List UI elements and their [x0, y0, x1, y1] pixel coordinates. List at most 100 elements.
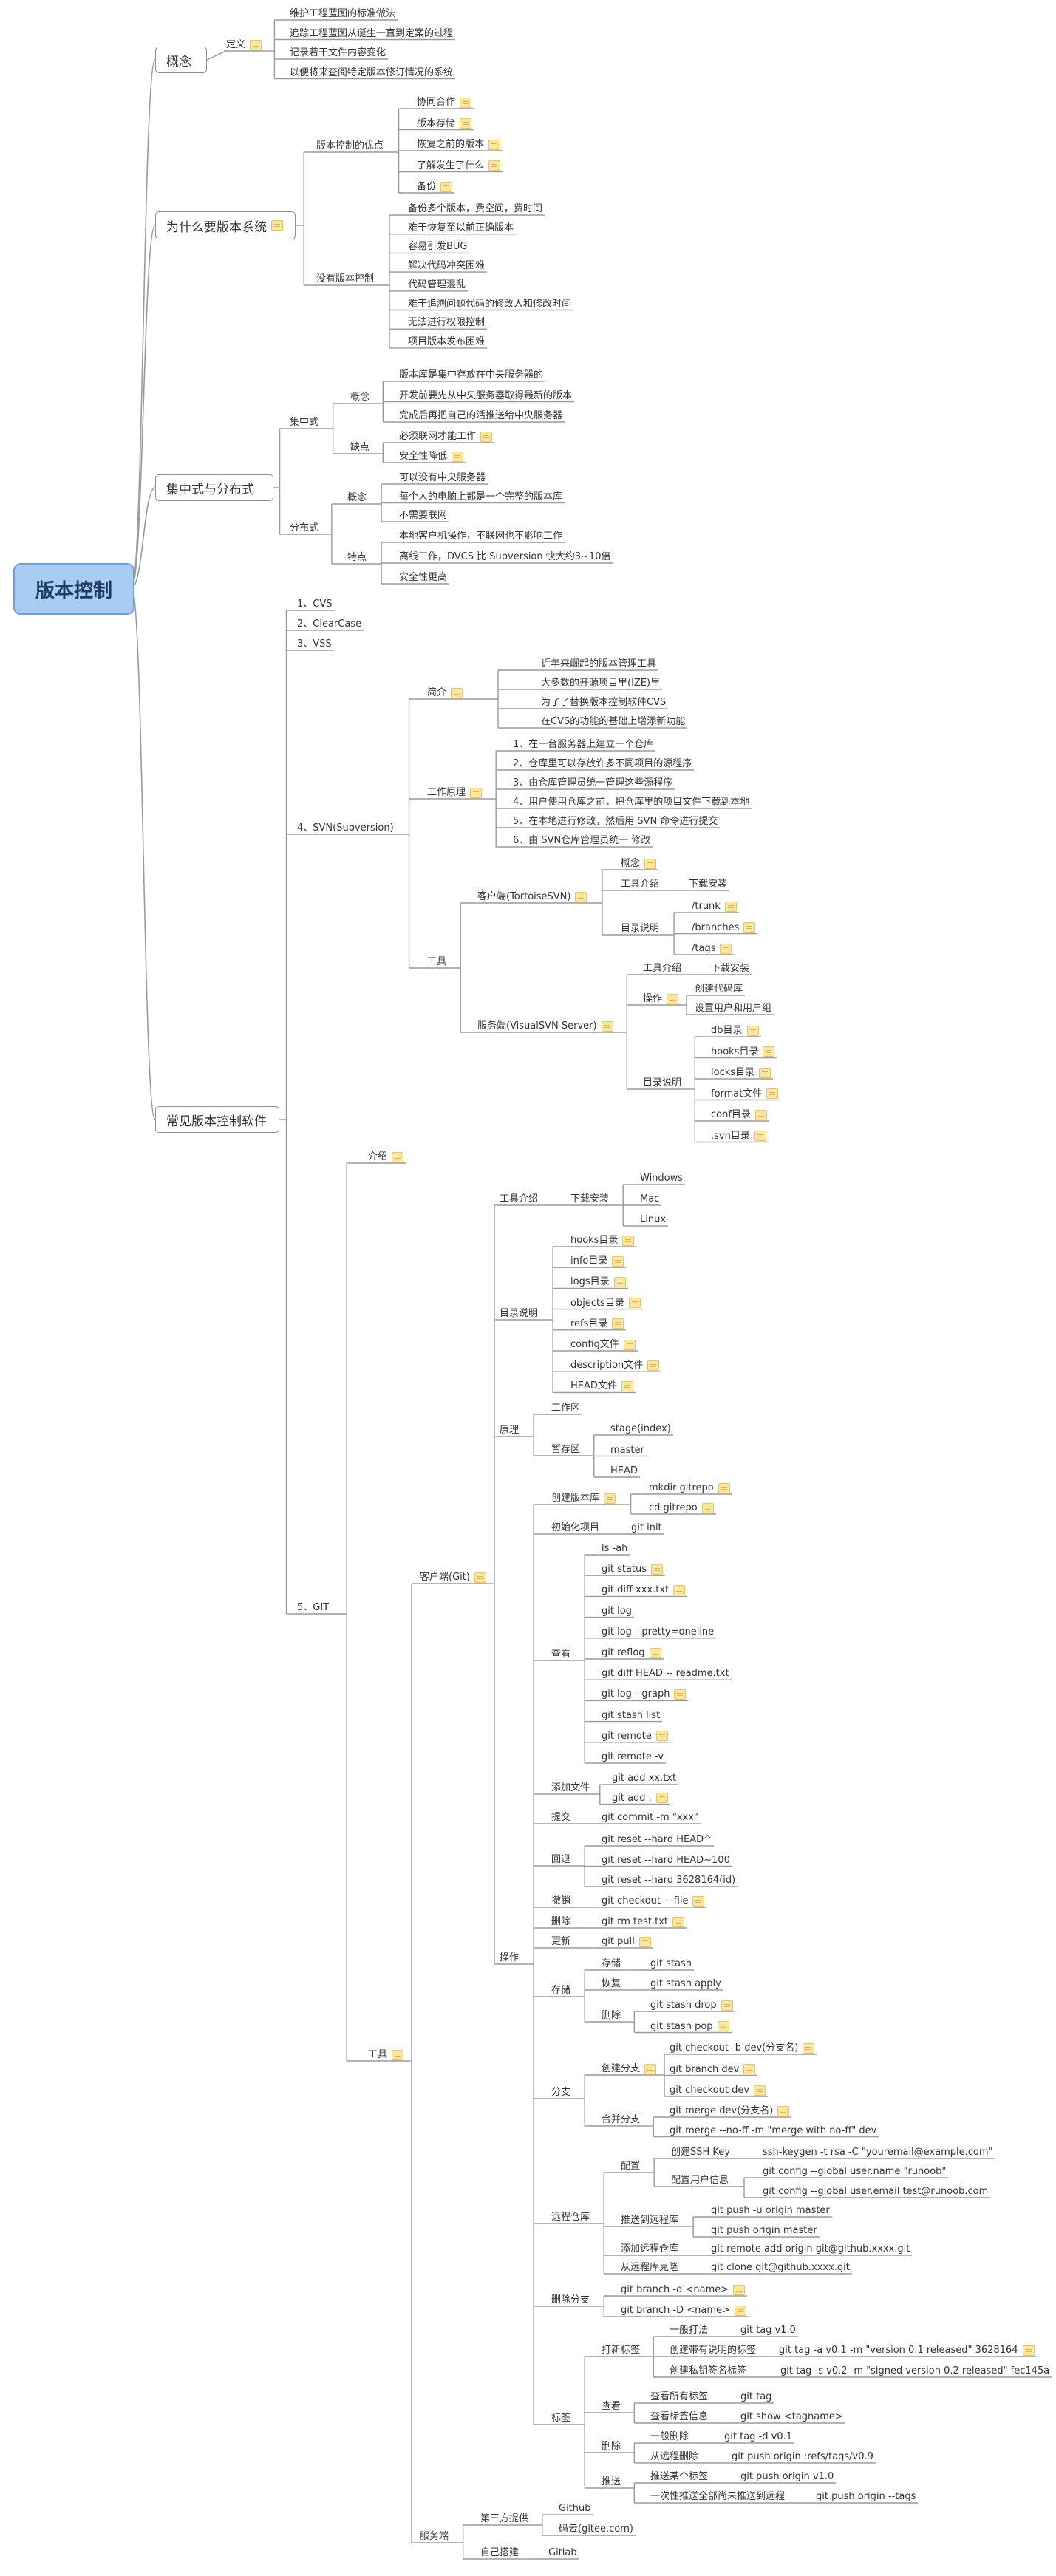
topic-node[interactable]: 3、由仓库管理员统一管理这些源程序 [513, 777, 672, 790]
topic-node[interactable]: 特点 [347, 551, 367, 565]
topic-node[interactable]: 远程仓库 [551, 2211, 590, 2224]
topic-node[interactable]: 近年来崛起的版本管理工具 [541, 658, 656, 671]
note-icon[interactable] [250, 39, 262, 50]
note-icon[interactable] [777, 2105, 790, 2116]
note-icon[interactable] [721, 2000, 733, 2011]
topic-node[interactable]: 打新标签 [602, 2344, 640, 2357]
topic-node[interactable]: 删除分支 [551, 2294, 590, 2307]
note-icon[interactable] [452, 451, 464, 462]
topic-node[interactable]: conf目录 [711, 1108, 767, 1122]
topic-node[interactable]: 客户端(Git) [420, 1571, 486, 1584]
topic-node[interactable]: git checkout dev [670, 2084, 766, 2097]
topic-node[interactable]: git pull [602, 1935, 651, 1949]
topic-node[interactable]: 创建代码库 [695, 983, 743, 996]
topic-node[interactable]: git branch -d <name> [621, 2283, 746, 2297]
topic-node[interactable]: format文件 [711, 1088, 779, 1101]
topic-node[interactable]: 下载安装 [689, 878, 727, 891]
note-icon[interactable] [460, 118, 472, 129]
topic-node[interactable]: config文件 [570, 1338, 636, 1352]
topic-node[interactable]: git status [602, 1563, 664, 1576]
topic-node[interactable]: git push origin v1.0 [740, 2470, 834, 2484]
topic-node[interactable]: git remote [602, 1730, 668, 1743]
topic-node[interactable]: 概念 [347, 491, 367, 505]
topic-node[interactable]: 恢复之前的版本 [417, 138, 501, 151]
topic-node[interactable]: Windows [640, 1172, 683, 1185]
note-icon[interactable] [649, 1647, 661, 1658]
topic-node[interactable]: 项目版本发布困难 [408, 335, 485, 349]
topic-node[interactable]: 简介 [427, 686, 463, 700]
topic-node[interactable]: 离线工作，DVCS 比 Subversion 快大约3~10倍 [399, 551, 610, 564]
note-icon[interactable] [644, 2063, 657, 2074]
note-icon[interactable] [803, 2042, 815, 2054]
topic-node[interactable]: git init [631, 1522, 662, 1535]
topic-node[interactable]: 版本库是集中存放在中央服务器的 [399, 369, 543, 382]
note-icon[interactable] [392, 2049, 404, 2060]
topic-node[interactable]: 分支 [551, 2086, 570, 2099]
topic-node[interactable]: 必须联网才能工作 [399, 430, 493, 443]
topic-node[interactable]: 无法进行权限控制 [408, 316, 485, 330]
topic-node[interactable]: 从远程库克隆 [621, 2261, 678, 2275]
topic-node[interactable]: 原理 [500, 1424, 519, 1437]
topic-node[interactable]: 大多数的开源项目里(IZE)里 [541, 677, 660, 690]
topic-node[interactable]: git tag -d v0.1 [724, 2430, 792, 2444]
topic-node[interactable]: git branch dev [670, 2063, 756, 2076]
note-icon[interactable] [759, 1067, 771, 1078]
topic-node[interactable]: 难于追溯问题代码的修改人和修改时间 [408, 298, 571, 311]
topic-node[interactable]: 删除 [602, 2009, 621, 2023]
node-central-vs-distributed[interactable]: 集中式与分布式 [155, 474, 273, 501]
topic-node[interactable]: 维护工程蓝图的标准做法 [290, 7, 395, 21]
topic-node[interactable]: 备份 [417, 180, 453, 194]
topic-node[interactable]: 3、VSS [297, 638, 332, 651]
note-icon[interactable] [271, 220, 283, 231]
topic-node[interactable]: git log [602, 1605, 632, 1618]
topic-node[interactable]: 提交 [551, 1811, 570, 1824]
note-icon[interactable] [701, 1502, 714, 1513]
root-node[interactable]: 版本控制 [13, 563, 134, 615]
note-icon[interactable] [612, 1255, 624, 1267]
note-icon[interactable] [460, 97, 472, 108]
topic-node[interactable]: git push origin master [711, 2224, 817, 2238]
topic-node[interactable]: 6、由 SVN仓库管理员统一 修改 [513, 834, 650, 848]
topic-node[interactable]: 下载安装 [711, 962, 749, 975]
topic-node[interactable]: 删除 [602, 2440, 621, 2453]
topic-node[interactable]: 配置用户信息 [671, 2174, 729, 2187]
topic-node[interactable]: 一次性推送全部尚未推送到远程 [650, 2490, 785, 2504]
topic-node[interactable]: 工具介绍 [621, 878, 659, 891]
topic-node[interactable]: ssh-keygen -t rsa -C "youremail@example.… [763, 2146, 993, 2159]
topic-node[interactable]: info目录 [570, 1255, 624, 1268]
topic-node[interactable]: 概念 [350, 391, 369, 404]
topic-node[interactable]: 安全性更高 [399, 571, 447, 585]
topic-node[interactable]: 解决代码冲突困难 [408, 259, 485, 273]
topic-node[interactable]: 可以没有中央服务器 [399, 471, 486, 485]
topic-node[interactable]: git push -u origin master [711, 2204, 830, 2218]
topic-node[interactable]: 代码管理混乱 [408, 279, 466, 292]
note-icon[interactable] [763, 1046, 775, 1057]
topic-node[interactable]: locks目录 [711, 1066, 771, 1080]
topic-node[interactable]: 一般打法 [670, 2324, 708, 2337]
topic-node[interactable]: 追踪工程蓝图从诞生一直到定案的过程 [290, 27, 453, 41]
topic-node[interactable]: Gitlab [548, 2546, 577, 2560]
topic-node[interactable]: 2、ClearCase [297, 618, 361, 631]
topic-node[interactable]: cd gitrepo [649, 1502, 714, 1515]
topic-node[interactable]: git remote add origin git@github.xxxx.gi… [711, 2243, 910, 2256]
topic-node[interactable]: 协同合作 [417, 96, 472, 109]
topic-node[interactable]: git show <tagname> [740, 2410, 843, 2424]
topic-node[interactable]: 一般删除 [650, 2430, 689, 2444]
note-icon[interactable] [474, 1572, 486, 1583]
topic-node[interactable]: 标签 [551, 2412, 570, 2425]
topic-node[interactable]: 分布式 [290, 522, 318, 535]
node-concept[interactable]: 概念 [155, 47, 207, 73]
topic-node[interactable]: 工作原理 [427, 786, 483, 800]
topic-node[interactable]: 工具介绍 [643, 962, 681, 975]
topic-node[interactable]: 存储 [602, 1957, 621, 1971]
note-icon[interactable] [647, 1360, 660, 1371]
note-icon[interactable] [743, 2064, 756, 2074]
note-icon[interactable] [392, 1151, 404, 1162]
topic-node[interactable]: 查看所有标签 [650, 2391, 708, 2404]
topic-node[interactable]: .svn目录 [711, 1130, 766, 1143]
note-icon[interactable] [673, 1584, 686, 1595]
topic-node[interactable]: 添加文件 [551, 1782, 590, 1795]
topic-node[interactable]: 目录说明 [500, 1307, 538, 1321]
topic-node[interactable]: git checkout -b dev(分支名) [670, 2042, 815, 2055]
topic-node[interactable]: ls -ah [602, 1542, 627, 1556]
